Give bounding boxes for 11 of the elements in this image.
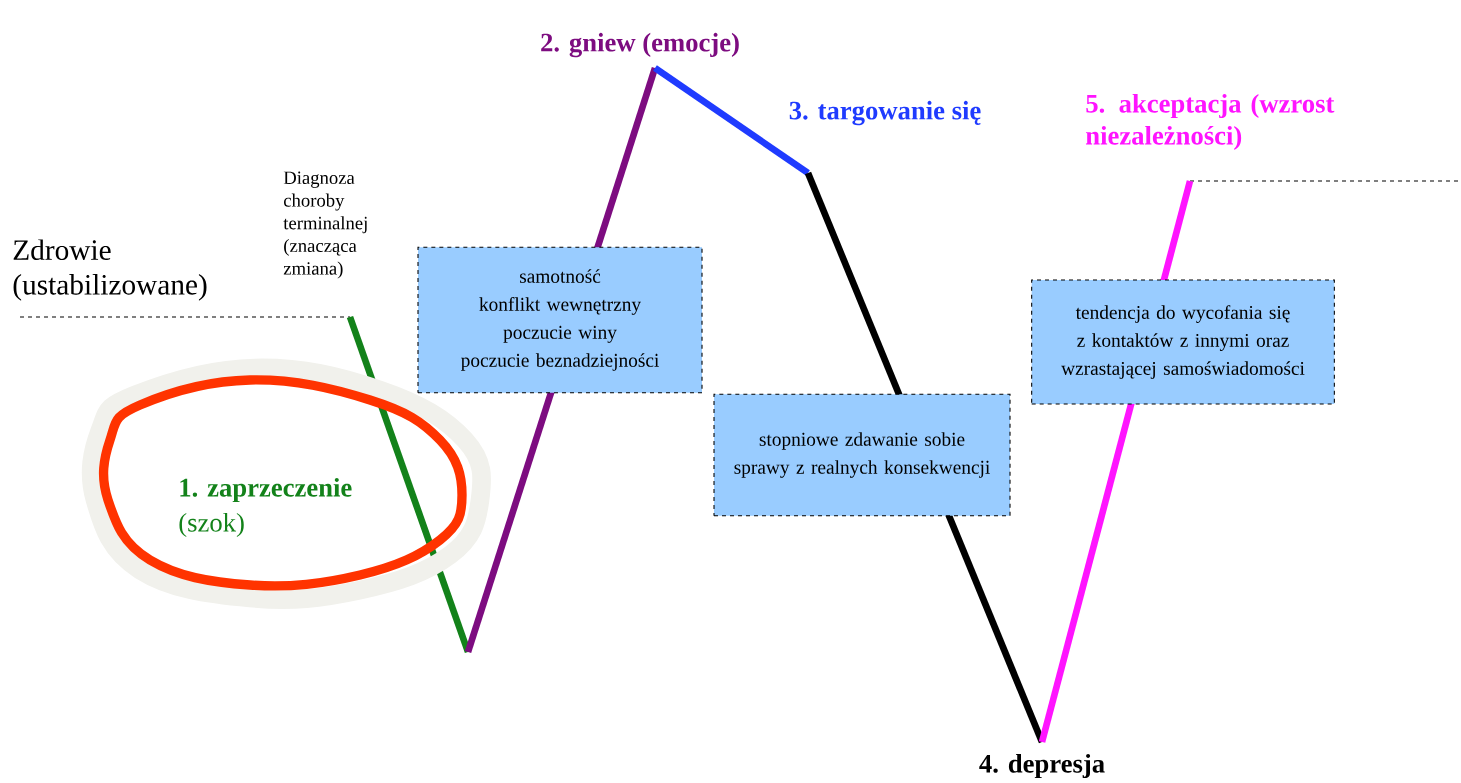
event-label: Diagnoza choroby terminalnej (znacząca zmiana) [283, 171, 367, 279]
note-box: tendencja do wycofania się z kontaktów z innymi oraz wzrastającej samoświadomości [1031, 279, 1335, 405]
stage-label: 3. targowanie się [789, 100, 981, 126]
stage-sublabel: (szok) [179, 512, 244, 538]
baseline-label: Zdrowie (ustabilizowane) [13, 239, 207, 301]
note-box: stopniowe zdawanie sobie sprawy z realnych konsekwencji [713, 393, 1011, 517]
stage-label: 4. depresja [979, 753, 1105, 779]
stage-label: 2. gniew (emocje) [541, 32, 739, 58]
note-box: samotność konflikt wewnętrzny poczucie winy poczucie beznadziejności [417, 246, 703, 394]
stage-label: 1. zaprzeczenie [180, 477, 352, 503]
stage-label: 5. akceptacja (wzrost niezależności) [1086, 93, 1335, 151]
